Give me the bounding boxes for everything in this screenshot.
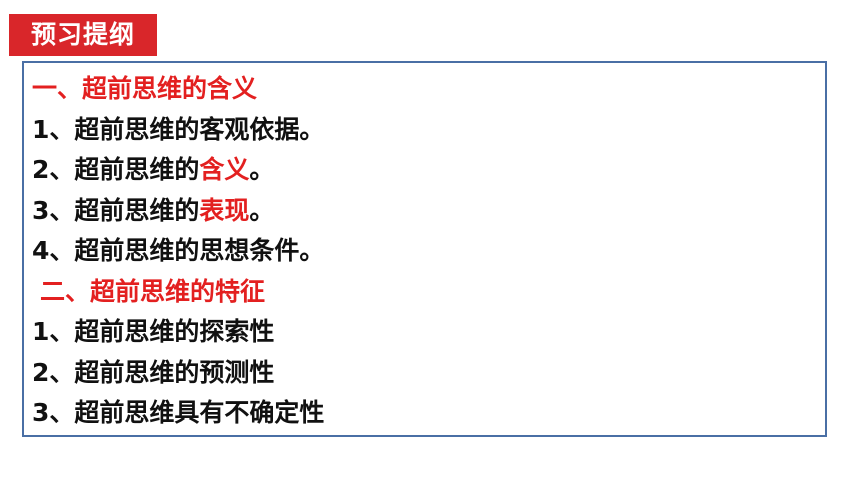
section-2-item-3: 3、超前思维具有不确定性: [32, 398, 325, 427]
section-1-item-3-highlight: 表现: [199, 195, 250, 225]
section-1-item-4: 4、超前思维的思想条件。: [32, 236, 325, 265]
outline-title-badge: 预习提纲: [9, 14, 157, 56]
section-1-item-2-suffix: 。: [249, 155, 275, 184]
section-1-item-2-prefix: 2、超前思维的: [32, 155, 200, 184]
section-2-heading: 二、超前思维的特征: [40, 276, 266, 306]
section-2-item-1: 1、超前思维的探索性: [32, 317, 275, 346]
section-1-item-3-prefix: 3、超前思维的: [32, 195, 200, 225]
section-1-item-3-suffix: 。: [249, 195, 275, 225]
section-1-item-2: 2、超前思维的含义。: [32, 150, 825, 191]
section-2-item-2: 2、超前思维的预测性: [32, 357, 275, 387]
section-1-item-1: 1、超前思维的客观依据。: [32, 114, 325, 144]
section-1-heading: 一、超前思维的含义: [32, 74, 258, 103]
outline-box: 一、超前思维的含义 1、超前思维的客观依据。 2、超前思维的含义。 3、超前思维…: [22, 61, 827, 437]
section-1-item-2-highlight: 含义: [199, 155, 250, 184]
section-1-item-3: 3、超前思维的表现。: [32, 191, 825, 232]
